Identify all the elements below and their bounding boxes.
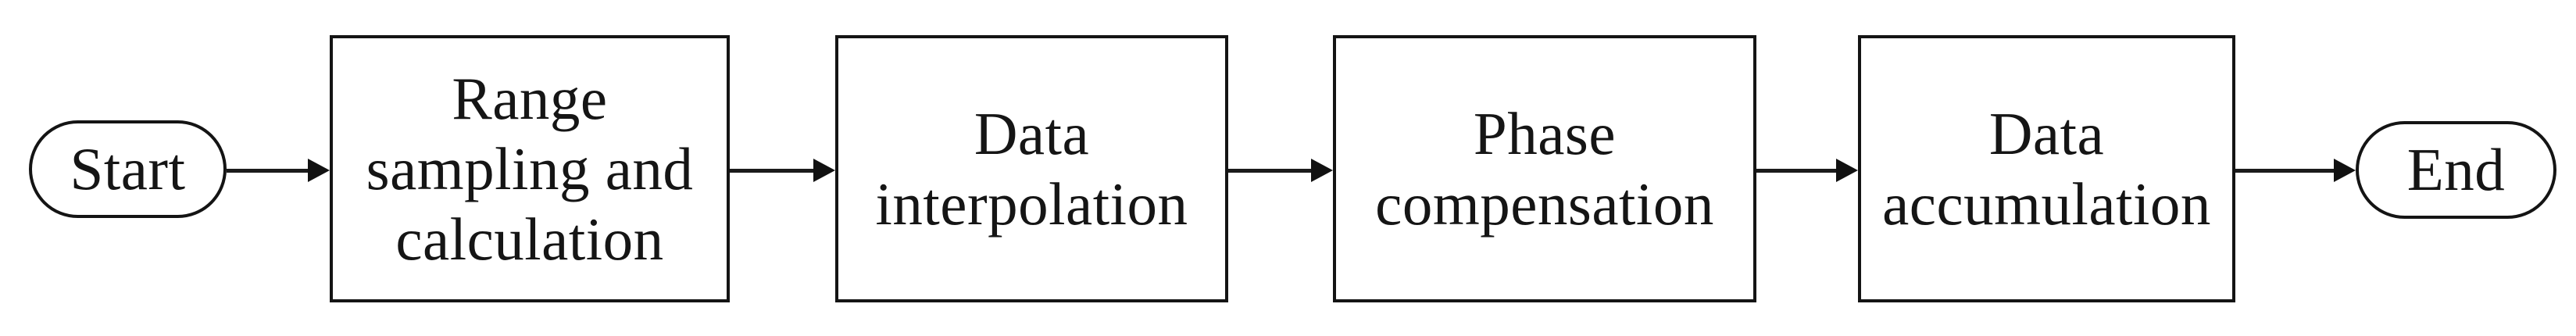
arrow-start-to-range-sampling [227,158,330,183]
arrow-data-interpolation-to-phase-compensation [1228,158,1333,183]
flowchart-node-range-sampling-calculation: Range sampling and calculation [330,35,730,302]
arrow-shaft [730,168,814,173]
arrow-phase-compensation-to-data-accumulation [1756,158,1858,183]
arrow-shaft [1756,168,1837,173]
node-label-start: Start [70,135,186,203]
flowchart-node-start: Start [29,120,227,218]
arrow-data-accumulation-to-end [2235,158,2356,183]
flowchart-node-data-accumulation: Data accumulation [1858,35,2235,302]
node-label-end: End [2406,136,2506,204]
arrowhead-right-icon [308,159,330,182]
arrow-shaft [2235,168,2335,173]
arrow-shaft [227,168,309,173]
flowchart-node-phase-compensation: Phase compensation [1333,35,1756,302]
arrowhead-right-icon [813,159,835,182]
flowchart-node-end: End [2356,121,2556,219]
node-label-phase-compensation: Phase compensation [1375,99,1714,238]
arrowhead-right-icon [2334,159,2356,182]
arrowhead-right-icon [1311,159,1333,182]
flowchart-node-data-interpolation: Data interpolation [835,35,1228,302]
arrow-shaft [1228,168,1312,173]
node-label-data-accumulation: Data accumulation [1882,99,2211,238]
node-label-data-interpolation: Data interpolation [875,99,1188,238]
node-label-range-sampling-calculation: Range sampling and calculation [366,64,694,273]
arrow-range-sampling-to-data-interpolation [730,158,835,183]
arrowhead-right-icon [1836,159,1858,182]
